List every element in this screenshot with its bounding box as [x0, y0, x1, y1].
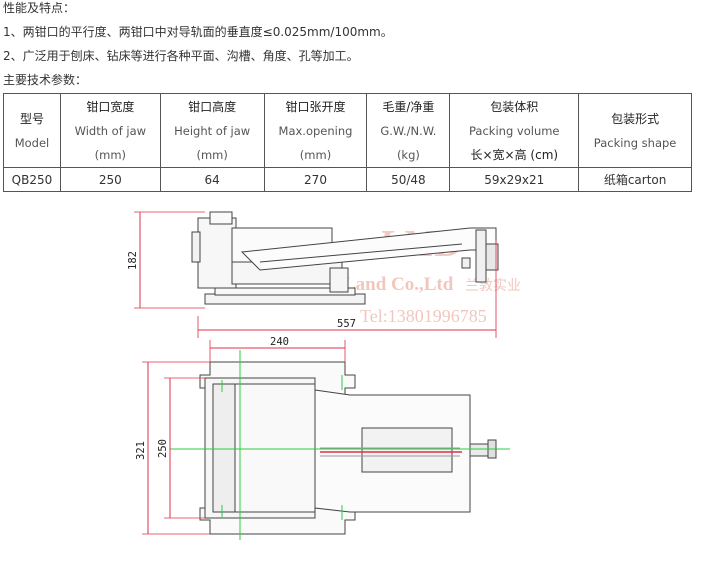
header-model: 型号 Model: [3, 93, 61, 168]
header-en: Max.opening: [278, 123, 353, 138]
header-cn: 毛重/净重: [382, 99, 435, 114]
cell-model: QB250: [3, 167, 61, 192]
table-header-row: 型号 Model 钳口宽度 Width of jaw (mm) 钳口高度 Hei…: [3, 93, 692, 168]
center-lines: [170, 350, 510, 540]
dimension-250: 250: [157, 377, 205, 519]
header-jaw-width: 钳口宽度 Width of jaw (mm): [59, 93, 161, 168]
dimension-length: 557: [197, 240, 497, 338]
header-max-opening: 钳口张开度 Max.opening (mm): [263, 93, 368, 168]
header-unit: (mm): [94, 147, 127, 162]
dim-250-label: 250: [157, 439, 169, 458]
header-packing-shape: 包装形式 Packing shape: [578, 93, 692, 168]
header-en: Width of jaw: [74, 123, 147, 138]
dimension-240: 240: [209, 336, 346, 362]
watermark-company-cn: 兰敦实业: [465, 278, 521, 294]
header-weight: 毛重/净重 G.W./N.W. (kg): [366, 93, 451, 168]
watermark-company: Land Co.,Ltd: [343, 274, 454, 295]
params-heading: 主要技术参数：: [3, 73, 88, 87]
header-unit: (mm): [299, 147, 332, 162]
cell-jaw-width: 250: [59, 167, 161, 192]
header-en: Model: [14, 135, 50, 150]
dimension-321: 321: [135, 361, 210, 535]
header-unit: (mm): [196, 147, 228, 162]
dim-length-label: 557: [337, 318, 356, 330]
header-cn: 包装体积: [490, 99, 539, 114]
cell-packing-shape: 纸箱carton: [578, 167, 692, 192]
header-unit: 长×宽×高 (cm): [470, 147, 559, 162]
watermark-tel: Tel:13801996785: [360, 306, 487, 326]
cell-jaw-height: 64: [159, 167, 265, 192]
header-unit: (kg): [396, 147, 420, 162]
dim-height-label: 182: [127, 251, 139, 270]
header-cn: 钳口宽度: [86, 99, 135, 114]
cell-max-opening: 270: [263, 167, 368, 192]
header-en: Packing shape: [593, 135, 677, 150]
header-cn: 包装形式: [611, 111, 660, 126]
header-jaw-height: 钳口高度 Height of jaw (mm): [159, 93, 265, 168]
features-heading: 性能及特点：: [3, 1, 76, 15]
header-cn: 钳口张开度: [285, 99, 346, 114]
feature-point-2: 2、广泛用于刨床、钻床等进行各种平面、沟槽、角度、孔等加工。: [3, 49, 359, 63]
header-cn: 型号: [19, 111, 44, 126]
header-en: Packing volume: [469, 123, 560, 138]
cell-weight: 50/48: [366, 167, 451, 192]
cell-packing-volume: 59x29x21: [449, 167, 580, 192]
header-cn: 钳口高度: [188, 99, 237, 114]
dimension-height: 182: [127, 211, 205, 309]
vise-technical-drawing: LMD Land Co.,Ltd 兰敦实业 Tel:13801996785 18…: [127, 211, 521, 540]
side-view: [191, 211, 499, 305]
dim-240-label: 240: [270, 336, 289, 348]
top-view: [199, 361, 497, 535]
dim-321-label: 321: [135, 441, 147, 460]
header-en: G.W./N.W.: [380, 123, 437, 138]
feature-point-1: 1、两钳口的平行度、两钳口中对导轨面的垂直度≤0.025mm/100mm。: [3, 25, 393, 39]
header-en: Height of jaw: [174, 123, 251, 138]
table-row: QB250 250 64 270 50/48 59x29x21 纸箱carton: [3, 167, 692, 192]
header-packing-volume: 包装体积 Packing volume 长×宽×高 (cm): [449, 93, 580, 168]
spec-table: 型号 Model 钳口宽度 Width of jaw (mm) 钳口高度 Hei…: [3, 93, 692, 192]
